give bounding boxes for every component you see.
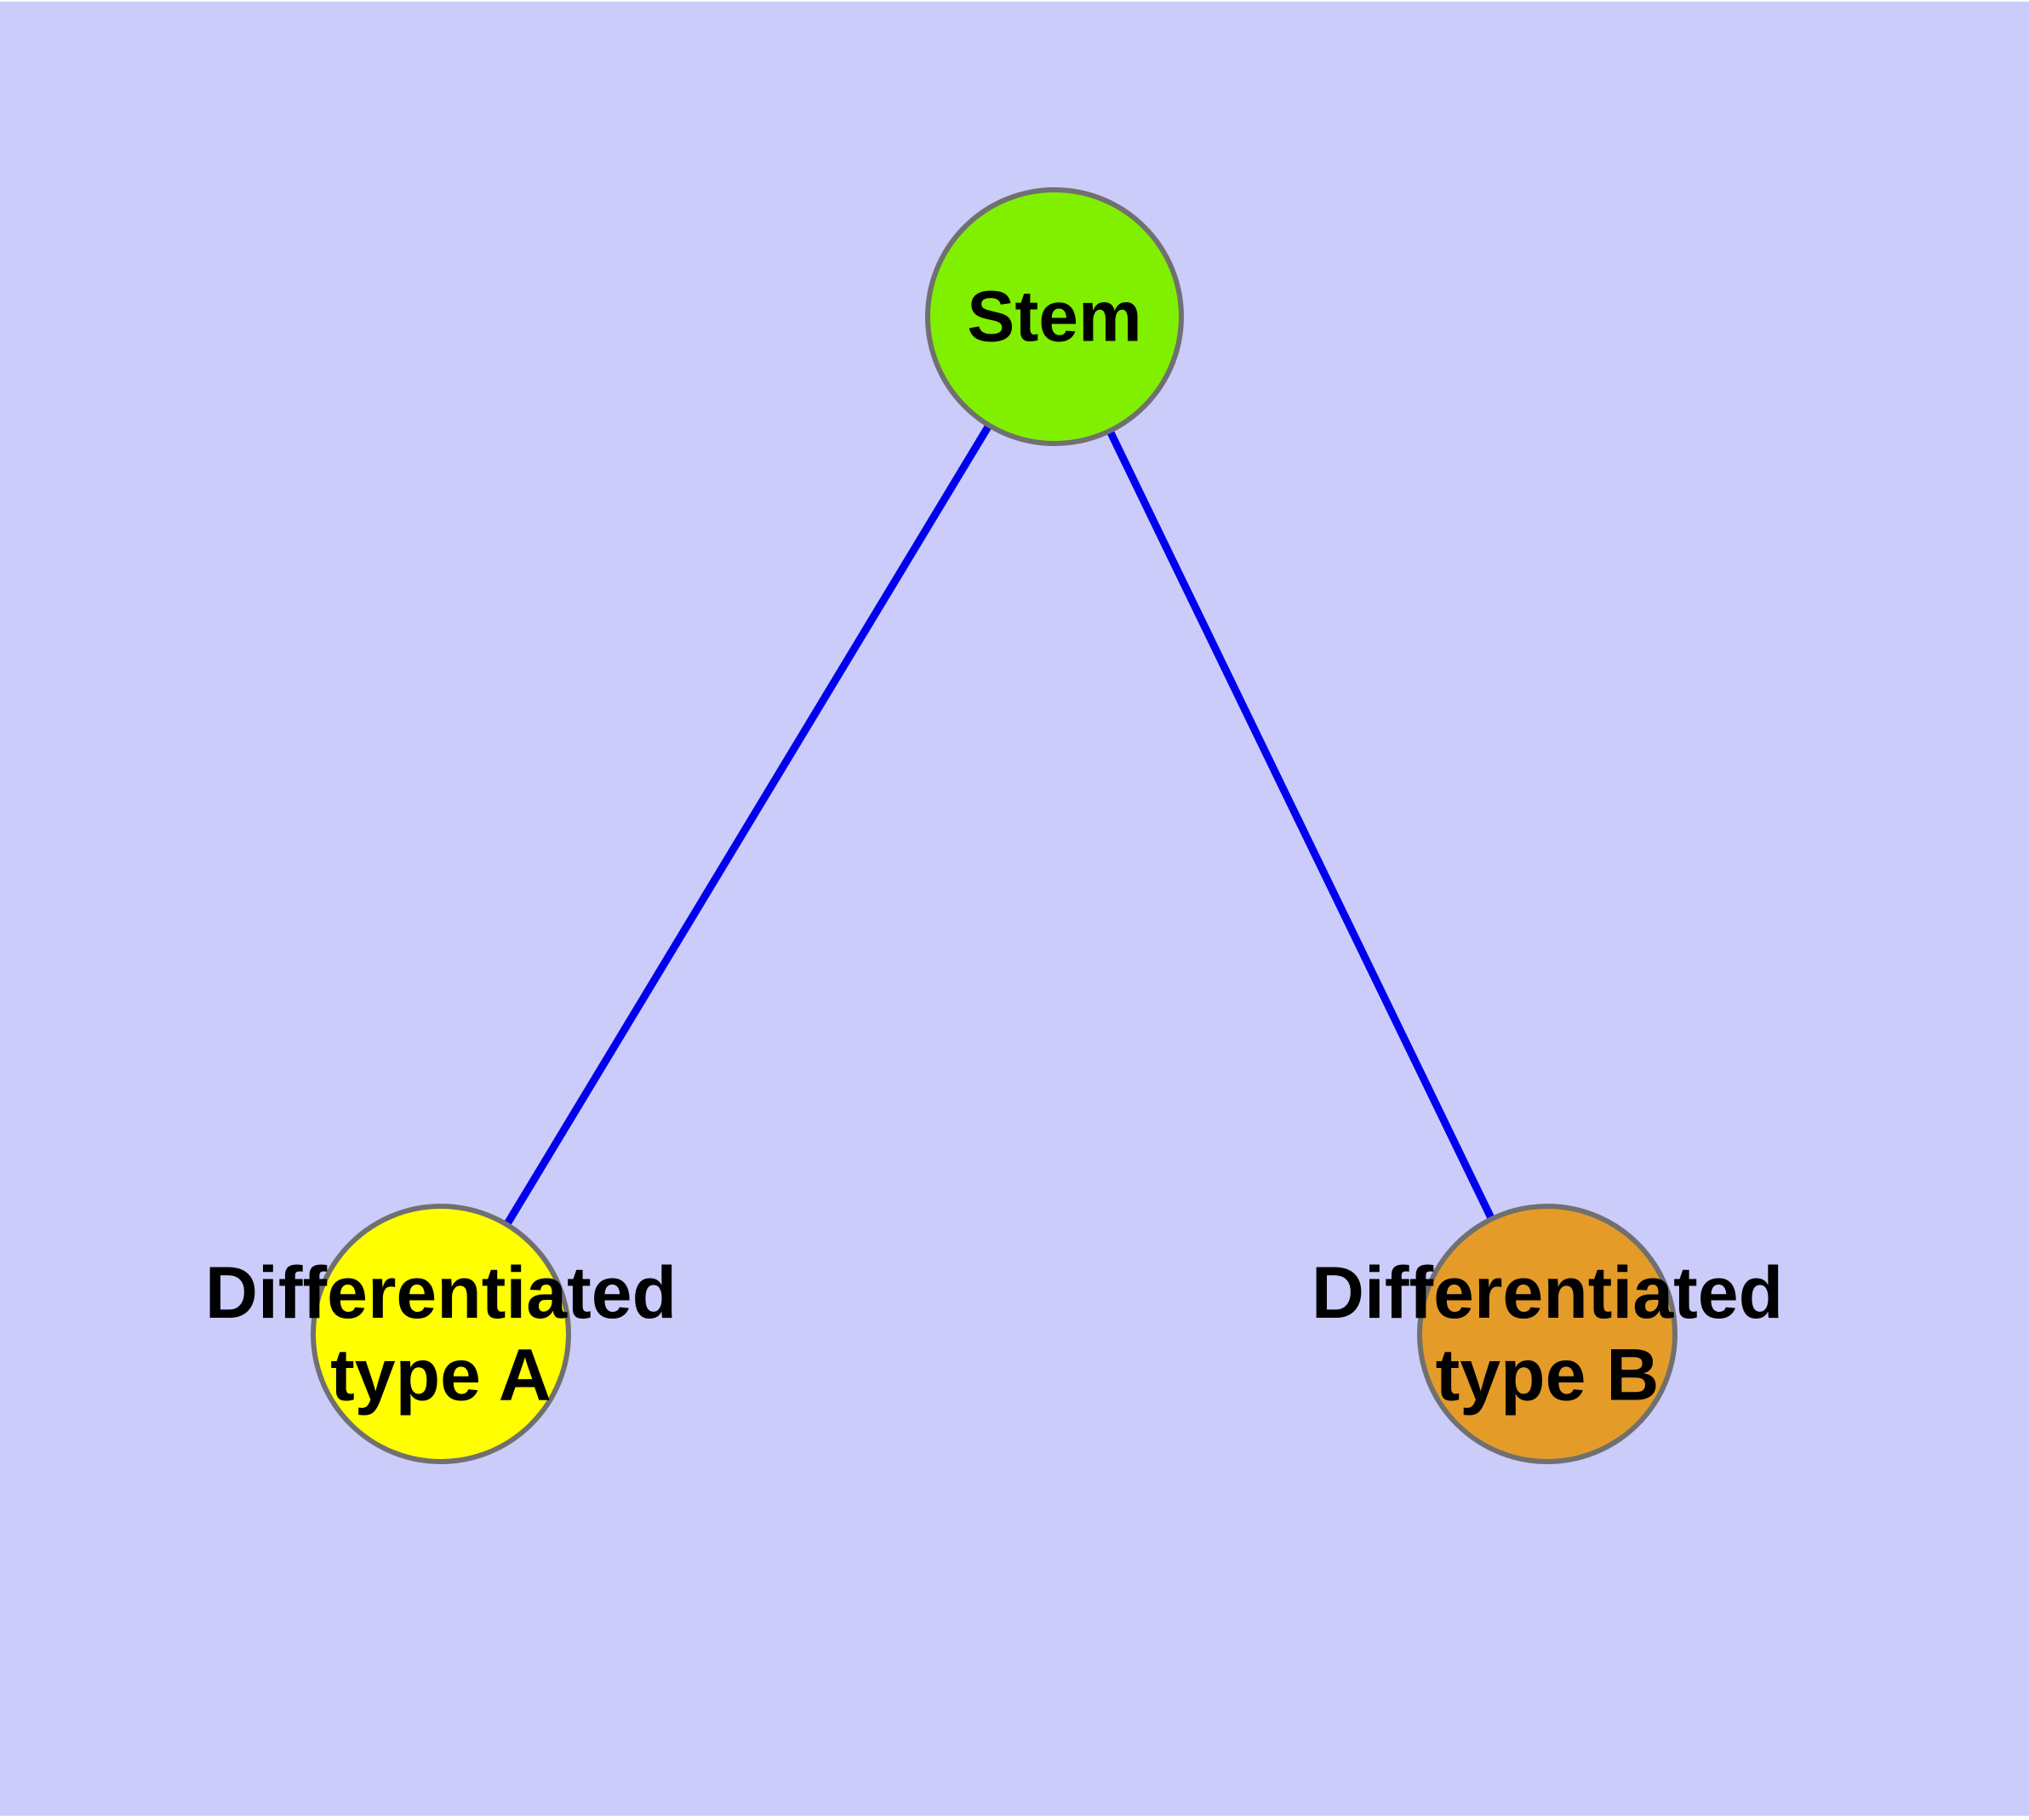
node-differentiated-type-b-circle[interactable] bbox=[1417, 1204, 1677, 1464]
node-stem[interactable]: Stem bbox=[925, 187, 1184, 446]
edge-stem-to-diff-a[interactable] bbox=[503, 423, 992, 1227]
node-differentiated-type-a-circle[interactable] bbox=[311, 1204, 571, 1464]
node-stem-circle[interactable] bbox=[925, 187, 1184, 446]
edge-stem-to-diff-b[interactable] bbox=[1106, 429, 1495, 1221]
edge-layer bbox=[503, 423, 1495, 1227]
node-stem-label: Stem bbox=[967, 277, 1141, 357]
